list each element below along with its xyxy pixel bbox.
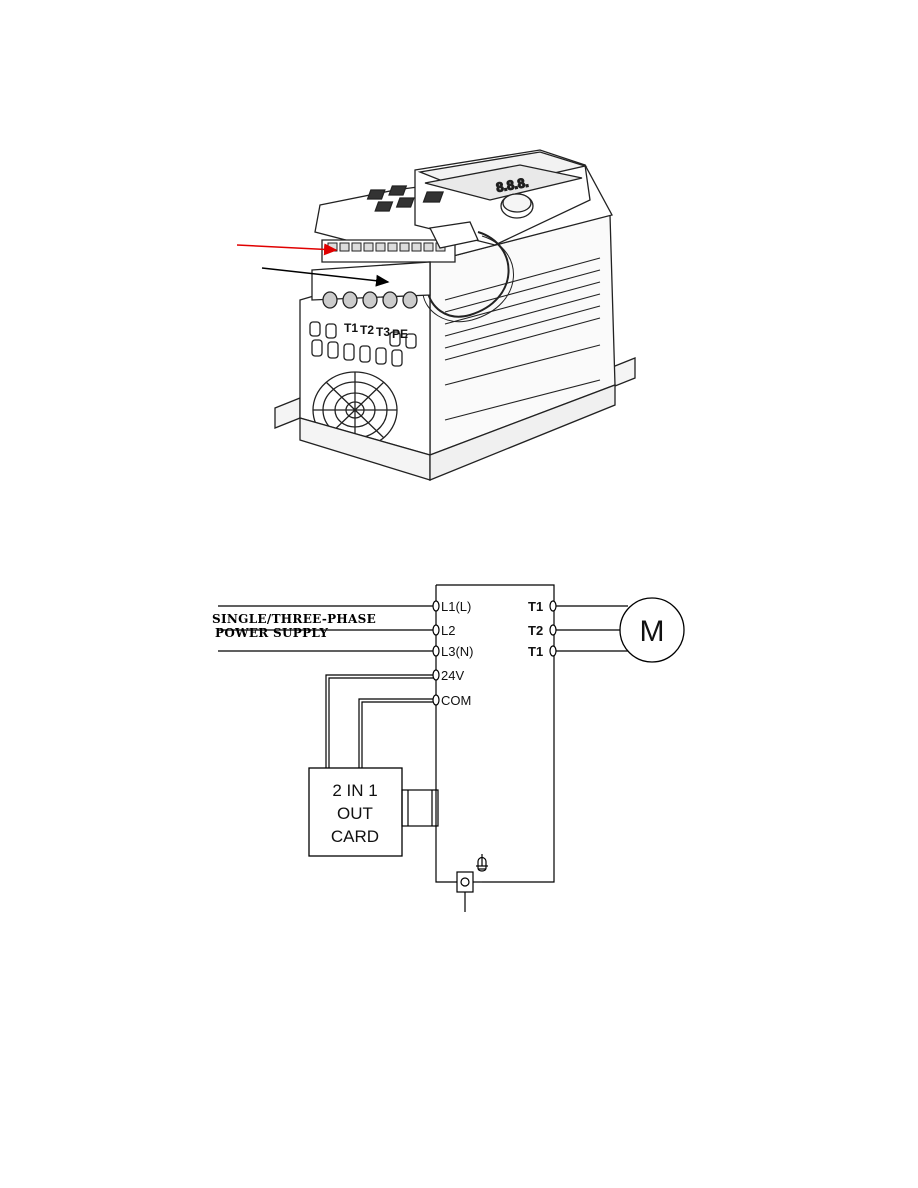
arrow-red-24v <box>236 243 338 256</box>
terminal-out-1: T1 <box>528 599 543 614</box>
terminal-out-2: T2 <box>528 623 543 638</box>
terminal-label-t3: T3 <box>376 325 390 339</box>
motor-label: M <box>640 615 665 648</box>
terminal-out-3: T1 <box>528 644 543 659</box>
terminal-l3: L3(N) <box>441 644 474 659</box>
card-label-line2: OUT <box>337 804 373 823</box>
card-label-line1: 2 IN 1 <box>332 781 377 800</box>
terminal-24v: 24V <box>441 668 464 683</box>
drive-illustration: 8.8.8. <box>274 149 636 481</box>
terminal-label-t2: T2 <box>360 323 374 337</box>
terminal-com: COM <box>441 693 471 708</box>
terminal-l2: L2 <box>441 623 455 638</box>
terminal-l1: L1(L) <box>441 599 471 614</box>
wiring-diagram <box>218 584 685 912</box>
arrow-black-com <box>261 267 390 287</box>
display-readout: 8.8.8. <box>495 175 530 195</box>
ground-icon <box>476 854 488 872</box>
power-supply-label-line1: SINGLE/THREE-PHASE <box>212 612 376 626</box>
terminal-label-pe: PE <box>392 327 408 341</box>
terminal-label-t1: T1 <box>344 321 358 335</box>
card-label-line3: CARD <box>331 827 379 846</box>
power-supply-label-line2: POWER SUPPLY <box>215 626 328 640</box>
